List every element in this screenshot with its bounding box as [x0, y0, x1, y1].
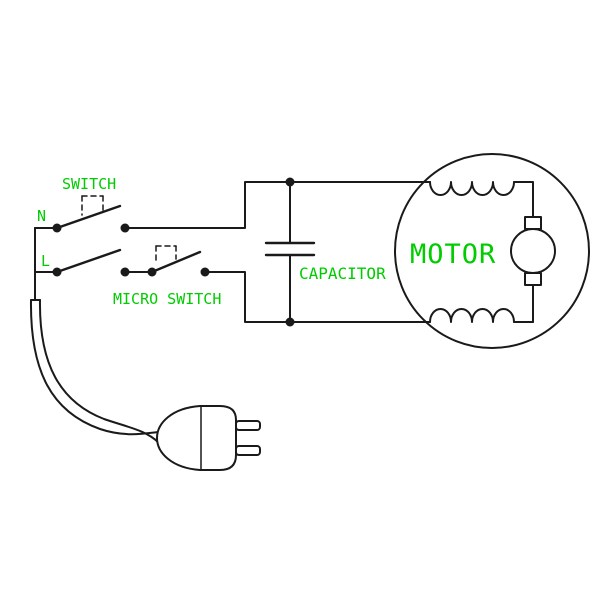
plug-body: [156, 405, 237, 471]
micro-switch-contact-dot: [200, 267, 210, 277]
capacitor-junction-dot: [285, 317, 295, 327]
switch-contact-dot: [52, 267, 62, 277]
plug-pin-bottom: [235, 445, 261, 456]
motor-body: [394, 153, 590, 349]
switch-blade-neutral: [55, 204, 122, 230]
micro-switch-contact-dot: [147, 267, 157, 277]
rotor-brush-top: [524, 216, 542, 230]
rotor-brush-bottom: [524, 272, 542, 286]
micro-switch-linkage: [155, 245, 177, 265]
micro-switch-blade: [150, 250, 202, 274]
neutral-rail: [124, 181, 431, 229]
micro-switch-label: MICRO SWITCH: [113, 290, 221, 308]
labels: SWITCH N L MICRO SWITCH CAPACITOR MOTOR: [37, 175, 496, 308]
power-cord-inner: [38, 299, 160, 444]
neutral-label: N: [37, 207, 46, 225]
switch-contact-dot: [52, 223, 62, 233]
motor-bottom-winding: [429, 308, 515, 323]
switch-contact-dot: [120, 223, 130, 233]
motor-top-winding: [429, 181, 515, 196]
power-cord-outer: [29, 299, 160, 436]
wiring: [29, 153, 590, 471]
switch-linkage: [81, 195, 104, 216]
capacitor-label: CAPACITOR: [299, 264, 386, 283]
junction-dots: [52, 177, 295, 327]
live-rail: [204, 271, 431, 323]
switch-label: SWITCH: [62, 175, 116, 193]
capacitor-junction-dot: [285, 177, 295, 187]
rotor-top-lead: [513, 181, 534, 218]
switch-blade-live: [55, 248, 122, 274]
switch-contact-dot: [120, 267, 130, 277]
motor-label: MOTOR: [410, 239, 496, 270]
plug-pin-top: [235, 420, 261, 431]
rotor: [510, 228, 556, 274]
live-label: L: [41, 252, 50, 270]
